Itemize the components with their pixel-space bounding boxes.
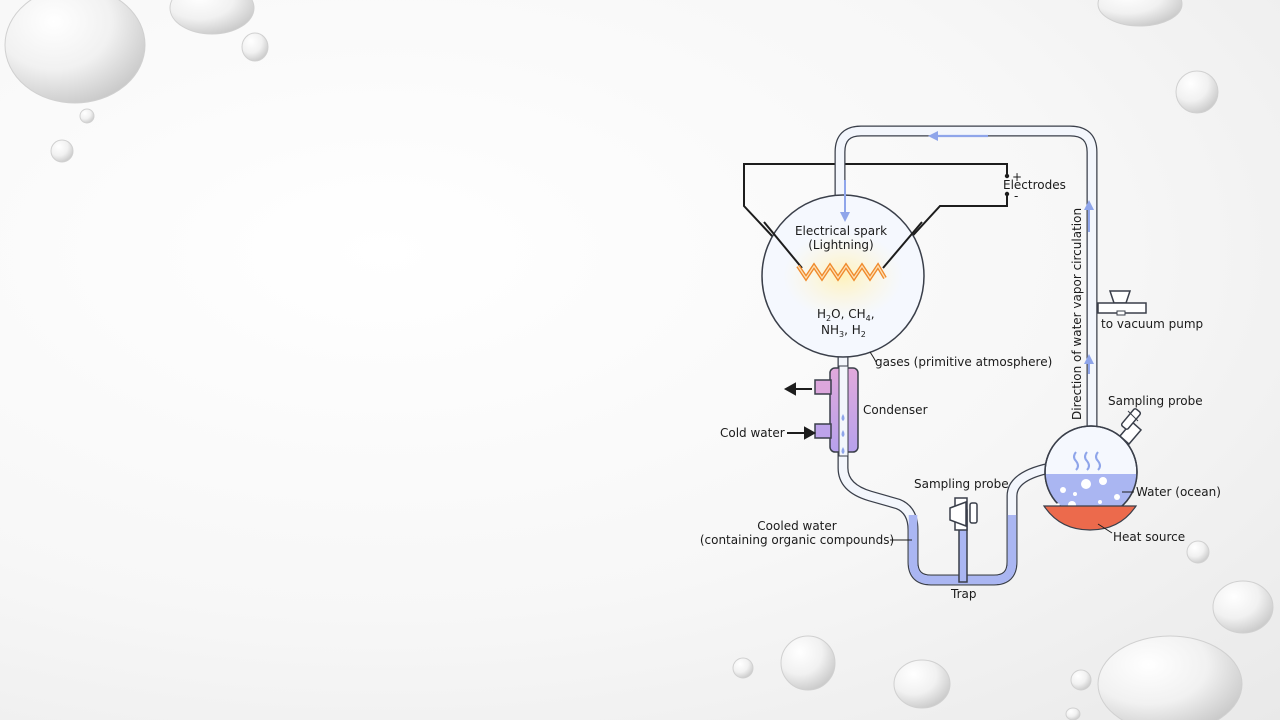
vacuum-pump-valve[interactable]: [1097, 290, 1147, 316]
flow-arrows: [840, 131, 1094, 374]
gas-formula-line2: NH3, H2: [821, 323, 866, 339]
condenser-label: Condenser: [863, 403, 928, 417]
steam-icon: [1073, 451, 1101, 471]
trap-label: Trap: [950, 587, 976, 601]
cooled-water-label-line1: Cooled water: [757, 519, 836, 533]
spark-flask: [761, 194, 925, 358]
decorative-droplets: [4, 0, 1274, 720]
cooled-water-label-line2: (containing organic compounds): [700, 533, 894, 547]
plus-label: +: [1012, 170, 1022, 184]
heat-source: [1042, 505, 1138, 531]
leader-lines: [869, 351, 1134, 541]
flask-sampling-probe-label: Sampling probe: [1108, 394, 1203, 408]
minus-label: -: [1014, 189, 1018, 203]
gas-formula-line1: H2O, CH4,: [817, 307, 875, 323]
trap-sampling-probe-label: Sampling probe: [914, 477, 1009, 491]
vacuum-pump-label: to vacuum pump: [1101, 317, 1203, 331]
flask-sampling-probe[interactable]: [1118, 408, 1143, 446]
spark-label-line2: (Lightning): [808, 238, 873, 252]
cold-water-label: Cold water: [720, 426, 785, 440]
condenser: [814, 365, 859, 457]
miller-urey-diagram: Electrodes + - Electrical spark (Lightni…: [700, 125, 1221, 601]
electrodes-label: Electrodes: [1003, 178, 1066, 192]
spark-label-line1: Electrical spark: [795, 224, 887, 238]
trap-sampling-probe[interactable]: [949, 497, 978, 531]
heat-source-label: Heat source: [1113, 530, 1185, 544]
water-ocean-label: Water (ocean): [1136, 485, 1221, 499]
circulation-label: Direction of water vapor circulation: [1070, 208, 1084, 420]
cold-water-arrows: [783, 382, 817, 440]
gases-label: gases (primitive atmosphere): [875, 355, 1052, 369]
